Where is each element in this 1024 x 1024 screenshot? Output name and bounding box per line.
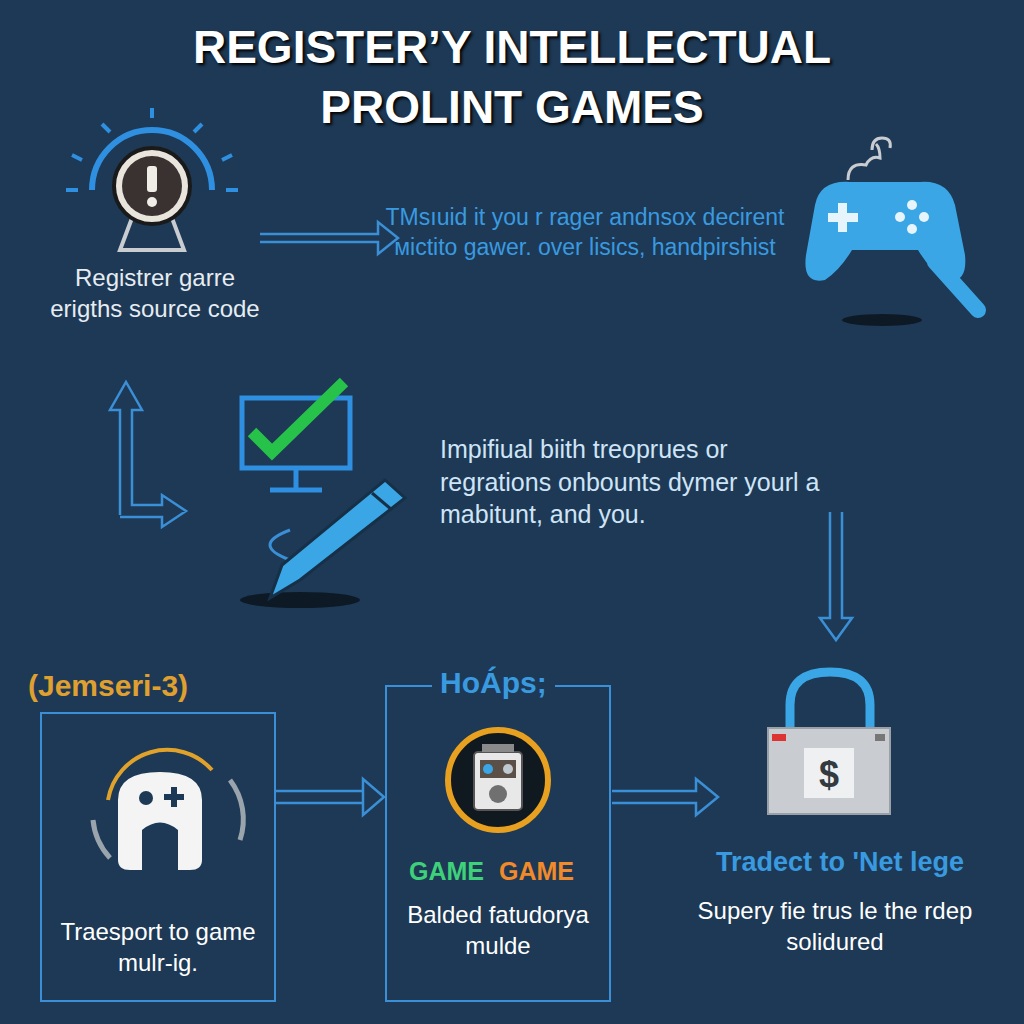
controller-icon [93, 750, 243, 870]
hollow-arrow [260, 222, 398, 254]
step-heading: Tradect to 'Net lege [680, 845, 1000, 880]
box-text: Balded fatudorya mulde [395, 899, 601, 961]
hollow-arrow [820, 512, 852, 640]
process-box: HoÁps;GAMEGAMEBalded fatudorya mulde [385, 685, 611, 1002]
hollow-arrow [612, 779, 718, 815]
step-text: TMsıuid it you r rager andnsox decirent … [370, 203, 800, 263]
box-heading: (Jemseri-3) [28, 666, 288, 705]
hollow-arrow [276, 779, 384, 815]
game-word: GAME [409, 855, 484, 888]
step-text: Registrer garre erigths source code [50, 262, 260, 324]
console-icon [448, 730, 548, 830]
process-box: (Jemseri-3)Traesport to game mulr-ig. [40, 712, 276, 1002]
elbow-arrow [110, 382, 186, 527]
gamepad-icon [805, 138, 978, 326]
pencil-icon [240, 480, 405, 608]
monitor-icon [242, 382, 350, 490]
box-heading: HoÁps; [432, 663, 555, 702]
warning-icon [66, 108, 238, 250]
lock-icon [768, 672, 890, 814]
lock-symbol: $ [804, 752, 854, 799]
step-text: Impifiual biith treoprues or regrations … [440, 433, 820, 531]
box-text: Traesport to game mulr-ig. [50, 916, 266, 978]
step-text: Supery fie trus le the rdep solidured [660, 895, 1010, 957]
game-word: GAME [499, 855, 574, 888]
title: REGISTER’Y INTELLECTUAL PROLINT GAMES [180, 18, 844, 138]
